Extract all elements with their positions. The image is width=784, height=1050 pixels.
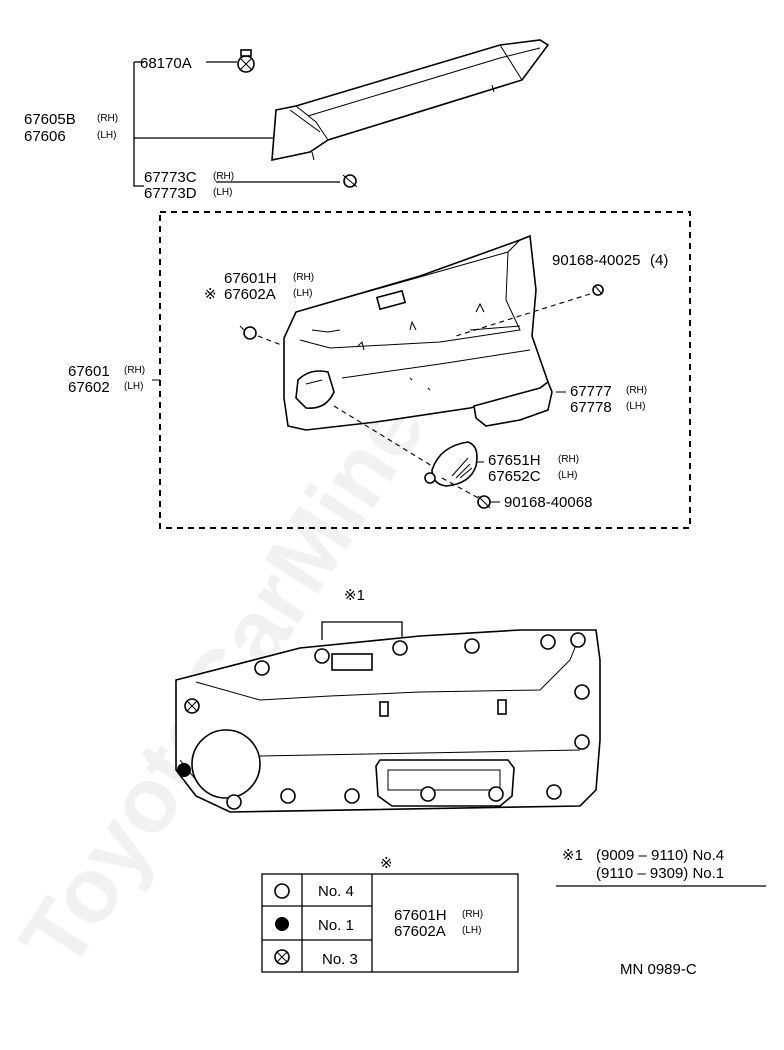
clip-68170a-icon: [237, 49, 255, 73]
legend-part-number-lh: 67602A: [394, 923, 446, 940]
side-label-rh: (RH): [558, 454, 579, 465]
part-number-67777: 67777: [570, 383, 612, 400]
clip-no3-marker: [184, 698, 200, 714]
part-number-67778: 67778: [570, 399, 612, 416]
clip-no1-marker: [177, 763, 191, 777]
side-label-lh: (LH): [97, 130, 116, 141]
legend-symbol-crossed-circle: [274, 949, 290, 965]
legend-label-no4: No. 4: [318, 883, 354, 900]
part-number-67651h: 67651H: [488, 452, 541, 469]
side-label-lh: (LH): [213, 187, 232, 198]
legend-part-number-rh: 67601H: [394, 907, 447, 924]
legend-symbol-filled-circle: [275, 917, 289, 931]
part-number-67601: 67601: [68, 363, 110, 380]
upper-garnish-group: [133, 39, 550, 188]
side-label-lh: (LH): [558, 470, 577, 481]
part-number-67773d: 67773D: [144, 185, 197, 202]
part-number-67605b: 67605B: [24, 111, 76, 128]
applicability-prefix: ※1: [562, 847, 583, 864]
part-number-67602: 67602: [68, 379, 110, 396]
pull-handle-icon: [473, 380, 553, 427]
side-label-rh: (RH): [462, 909, 483, 920]
part-number-90168-40025: 90168-40025: [552, 252, 640, 269]
part-number-67773c: 67773C: [144, 169, 197, 186]
screw-90168-40068-icon: [477, 495, 491, 509]
part-number-67606: 67606: [24, 128, 66, 145]
side-label-rh: (RH): [626, 385, 647, 396]
diagram-code: MN 0989-C: [620, 961, 697, 978]
reference-mark: ※: [204, 286, 217, 303]
part-number-90168-40068: 90168-40068: [504, 494, 592, 511]
part-number-67602a: 67602A: [224, 286, 276, 303]
part-number-68170a: 68170A: [140, 55, 192, 72]
part-number-67652c: 67652C: [488, 468, 541, 485]
side-label-lh: (LH): [462, 925, 481, 936]
door-garnish-icon: [271, 39, 550, 162]
applicability-line-2: (9110 – 9309) No.1: [596, 865, 724, 882]
side-label-rh: (RH): [97, 113, 118, 124]
clip-67773c-icon: [342, 174, 358, 188]
detail-label: ※1: [344, 587, 365, 604]
quantity-label: (4): [650, 252, 668, 269]
side-label-lh: (LH): [293, 288, 312, 299]
legend-label-no3: No. 3: [322, 951, 358, 968]
speaker-cover-icon: [424, 441, 478, 487]
legend-label-no1: No. 1: [318, 917, 354, 934]
assembly-frame: [159, 211, 691, 529]
legend-table: ※ No. 4 No. 1 No. 3 67601H (RH) 67602A (…: [261, 855, 519, 973]
applicability-line-1: (9009 – 9110) No.4: [596, 847, 724, 864]
applicability-note: ※1 (9009 – 9110) No.4 (9110 – 9309) No.1: [556, 847, 766, 887]
legend-symbol-open-circle: [274, 883, 290, 899]
side-label-rh: (RH): [293, 272, 314, 283]
door-trim-panel-icon: [283, 234, 549, 431]
clip-no4-marker: [226, 632, 590, 810]
part-number-67601h: 67601H: [224, 270, 277, 287]
clip-location-detail: ※1: [175, 587, 601, 813]
side-label-lh: (LH): [626, 401, 645, 412]
pin-67601h-icon: [239, 325, 257, 340]
side-label-lh: (LH): [124, 381, 143, 392]
legend-table-header: ※: [380, 855, 393, 872]
side-label-rh: (RH): [124, 365, 145, 376]
screw-90168-40025-icon: [592, 284, 604, 296]
side-label-rh: (RH): [213, 171, 234, 182]
